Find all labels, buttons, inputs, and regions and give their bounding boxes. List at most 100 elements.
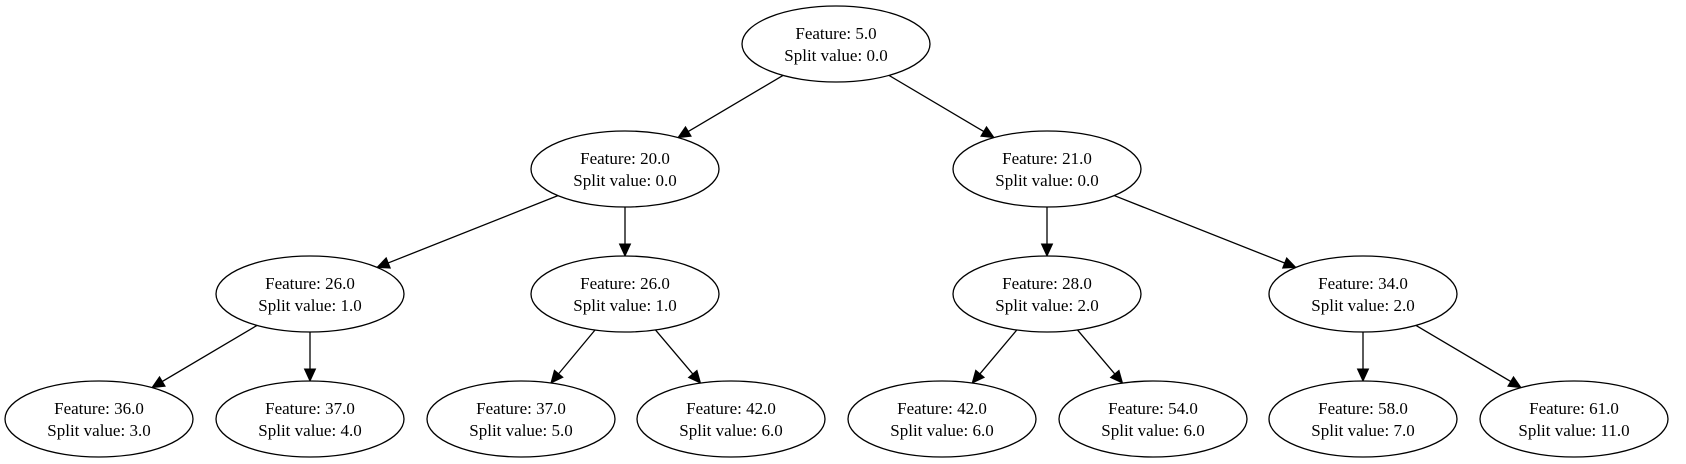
node-split-label: Split value: 6.0 — [1101, 421, 1204, 440]
node-feature-label: Feature: 28.0 — [1002, 274, 1092, 293]
arrowhead — [150, 375, 166, 389]
node-feature-label: Feature: 20.0 — [580, 149, 670, 168]
node-feature-label: Feature: 5.0 — [795, 24, 876, 43]
node-split-label: Split value: 1.0 — [258, 296, 361, 315]
node-ellipse — [952, 255, 1142, 333]
edge-line — [888, 74, 985, 133]
edge-n0-n1 — [676, 74, 784, 139]
edge-line — [979, 329, 1018, 375]
edge-n2-n5 — [1040, 207, 1054, 258]
edge-line — [654, 329, 694, 375]
arrowhead — [375, 256, 392, 269]
node-feature-label: Feature: 54.0 — [1108, 399, 1198, 418]
arrowhead — [971, 369, 986, 384]
edge-line — [1113, 194, 1285, 264]
edge-line — [387, 195, 559, 264]
node-ellipse — [215, 255, 405, 333]
arrowhead — [1040, 243, 1054, 258]
node-ellipse — [215, 380, 405, 458]
node-ellipse — [530, 130, 720, 208]
edge-n6-n14 — [1415, 324, 1523, 389]
node-feature-label: Feature: 26.0 — [580, 274, 670, 293]
edge-n0-n2 — [888, 74, 996, 139]
node-split-label: Split value: 5.0 — [469, 421, 572, 440]
edge-line — [161, 324, 258, 383]
edge-n1-n4 — [618, 207, 632, 258]
node-ellipse — [741, 5, 931, 83]
edge-n4-n9 — [550, 329, 596, 384]
arrowhead — [1109, 369, 1124, 384]
edge-n6-n13 — [1356, 332, 1370, 383]
node-split-label: Split value: 1.0 — [573, 296, 676, 315]
edge-n3-n7 — [150, 324, 258, 389]
node-ellipse — [530, 255, 720, 333]
node-split-label: Split value: 11.0 — [1518, 421, 1629, 440]
arrowhead — [1507, 375, 1523, 389]
node-ellipse — [1479, 380, 1669, 458]
node-ellipse — [426, 380, 616, 458]
edge-n3-n8 — [303, 332, 317, 383]
node-split-label: Split value: 0.0 — [573, 171, 676, 190]
arrowhead — [1281, 256, 1297, 269]
node-feature-label: Feature: 26.0 — [265, 274, 355, 293]
edge-n5-n11 — [971, 329, 1018, 384]
edge-line — [1415, 324, 1512, 383]
node-ellipse — [636, 380, 826, 458]
node-split-label: Split value: 6.0 — [679, 421, 782, 440]
node-feature-label: Feature: 37.0 — [265, 399, 355, 418]
node-ellipse — [1058, 380, 1248, 458]
node-split-label: Split value: 7.0 — [1311, 421, 1414, 440]
arrowhead — [303, 368, 317, 383]
node-split-label: Split value: 6.0 — [890, 421, 993, 440]
edge-line — [558, 329, 596, 375]
edge-n4-n10 — [654, 329, 702, 384]
edge-line — [1076, 329, 1116, 375]
node-feature-label: Feature: 37.0 — [476, 399, 566, 418]
arrowhead — [980, 125, 996, 139]
edge-line — [687, 74, 784, 133]
node-feature-label: Feature: 21.0 — [1002, 149, 1092, 168]
node-ellipse — [952, 130, 1142, 208]
node-feature-label: Feature: 58.0 — [1318, 399, 1408, 418]
node-split-label: Split value: 0.0 — [784, 46, 887, 65]
arrowhead — [687, 369, 702, 384]
node-feature-label: Feature: 61.0 — [1529, 399, 1619, 418]
edge-n5-n12 — [1076, 329, 1124, 384]
edge-n2-n6 — [1113, 194, 1297, 269]
node-feature-label: Feature: 42.0 — [897, 399, 987, 418]
node-ellipse — [847, 380, 1037, 458]
arrowhead — [618, 243, 632, 258]
node-feature-label: Feature: 42.0 — [686, 399, 776, 418]
node-ellipse — [4, 380, 194, 458]
node-split-label: Split value: 2.0 — [995, 296, 1098, 315]
node-ellipse — [1268, 255, 1458, 333]
arrowhead — [676, 125, 692, 139]
node-feature-label: Feature: 34.0 — [1318, 274, 1408, 293]
edge-n1-n3 — [375, 195, 559, 269]
arrowhead — [550, 369, 564, 384]
node-split-label: Split value: 2.0 — [1311, 296, 1414, 315]
node-split-label: Split value: 4.0 — [258, 421, 361, 440]
node-ellipse — [1268, 380, 1458, 458]
arrowhead — [1356, 368, 1370, 383]
node-split-label: Split value: 0.0 — [995, 171, 1098, 190]
node-split-label: Split value: 3.0 — [47, 421, 150, 440]
node-feature-label: Feature: 36.0 — [54, 399, 144, 418]
